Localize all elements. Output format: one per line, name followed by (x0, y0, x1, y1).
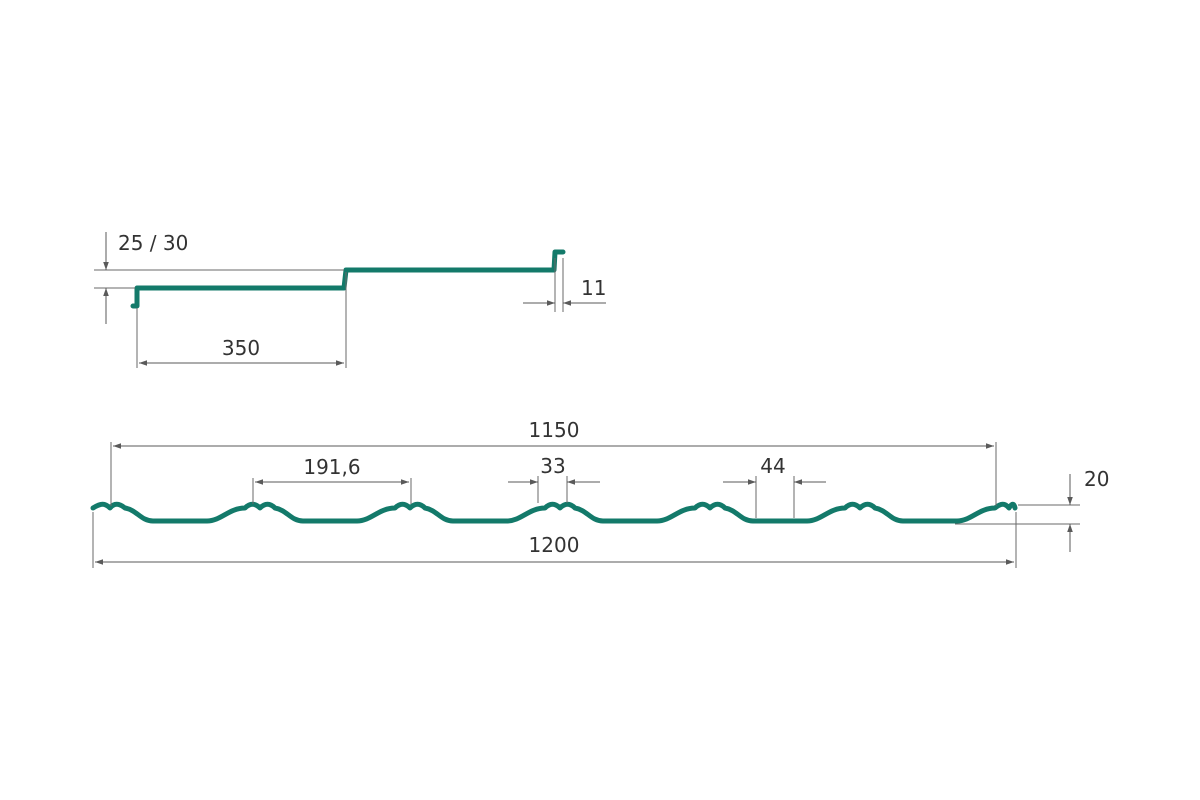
total-width-label: 1200 (529, 533, 580, 557)
lip-label: 11 (581, 276, 606, 300)
step-height-label: 25 / 30 (118, 231, 188, 255)
side-profile-line (130, 249, 566, 309)
crest-width-label: 33 (540, 454, 565, 478)
wave-pitch-label: 191,6 (303, 455, 360, 479)
step-length-label: 350 (222, 336, 260, 360)
wave-height-label: 20 (1084, 467, 1109, 491)
useful-width-label: 1150 (529, 418, 580, 442)
cross-section-wave (90, 501, 1018, 524)
valley-width-label: 44 (760, 454, 785, 478)
side-view: 25 / 30 350 11 (94, 231, 606, 368)
cross-section-view: 1150 1200 191,6 33 44 20 (90, 418, 1109, 568)
